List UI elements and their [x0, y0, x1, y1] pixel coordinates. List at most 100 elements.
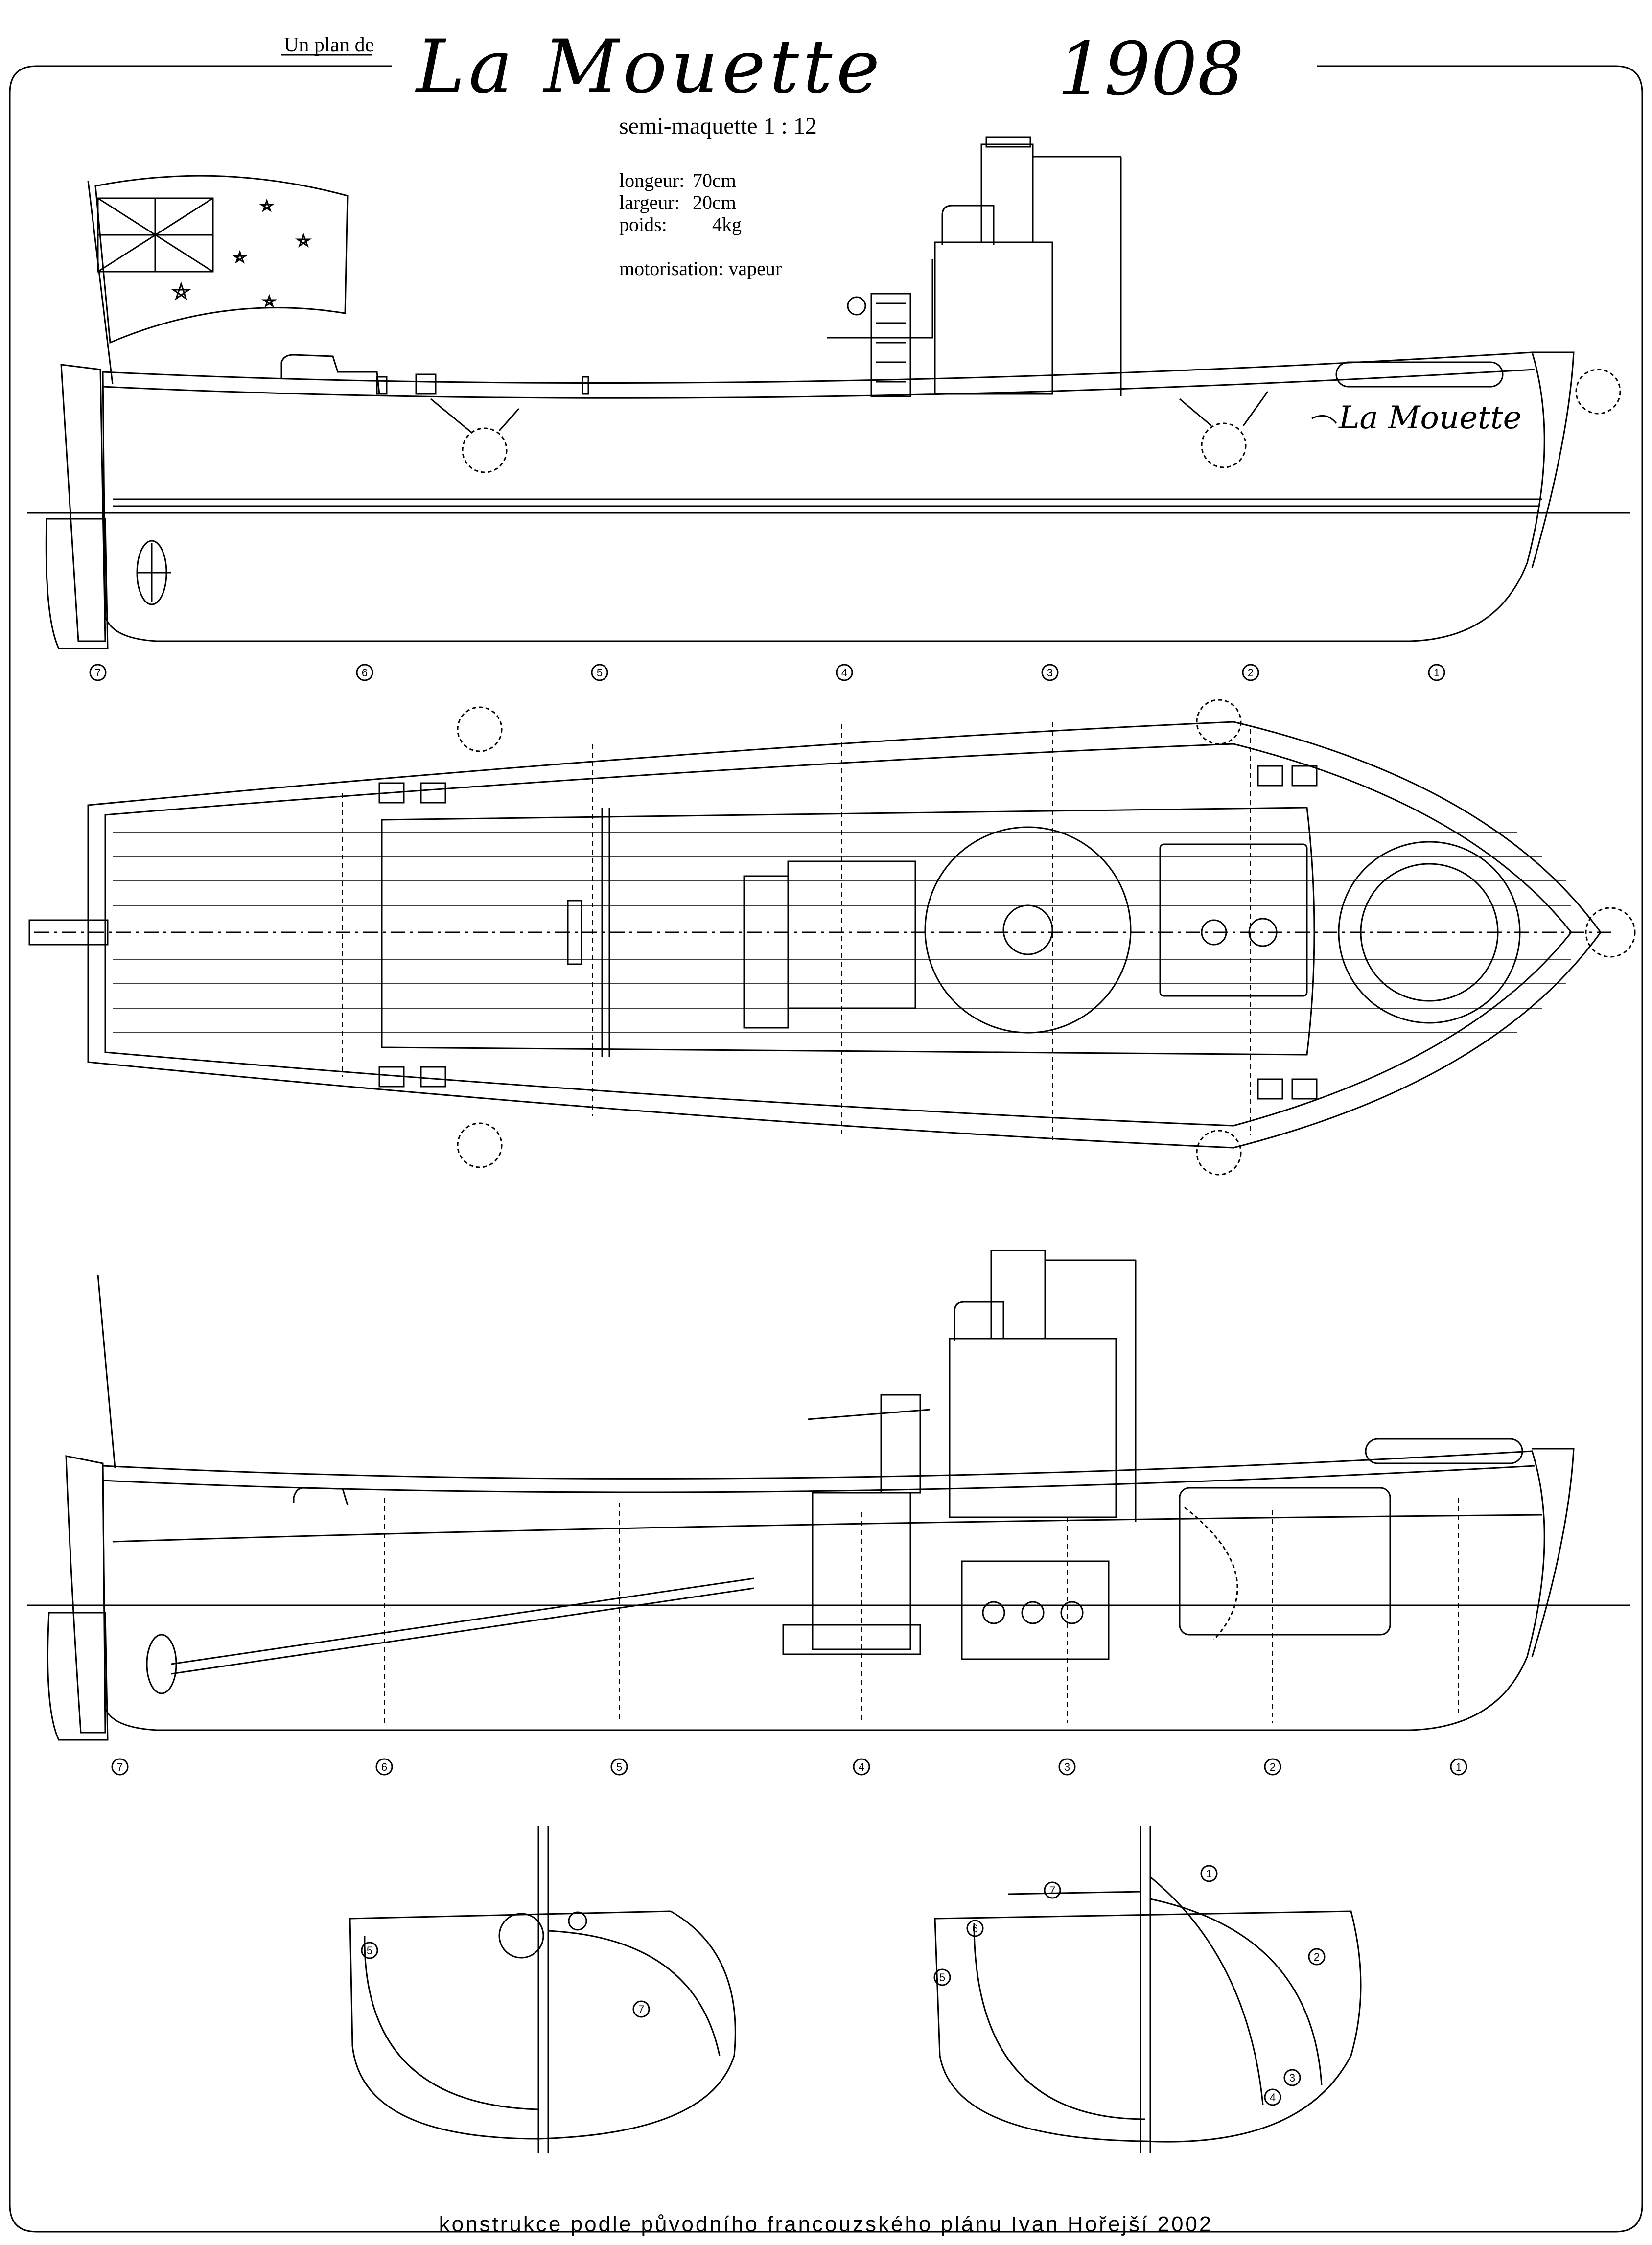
spec-width-value: 20cm: [693, 191, 736, 213]
svg-text:3: 3: [1289, 2072, 1295, 2084]
spec-length-label: longeur:: [619, 169, 685, 191]
spec-weight: poids: 4kg: [619, 213, 742, 236]
station-marker: 1: [1450, 1758, 1467, 1776]
section-outline-fwd: [934, 1910, 1362, 2143]
plan-title: La Mouette: [416, 24, 884, 110]
svg-text:5: 5: [367, 1944, 372, 1957]
station-marker: 3: [1041, 664, 1059, 681]
funnel: [980, 143, 1034, 243]
svg-text:1: 1: [1434, 667, 1440, 679]
steering-wheel: [498, 1913, 544, 1959]
water-tank: [1179, 1487, 1391, 1636]
prop-shaft: [171, 1577, 754, 1665]
engine-top: [787, 860, 916, 1009]
fender-aft: [462, 427, 508, 473]
section-aft-view: 5 7: [349, 1826, 736, 2153]
bow-fender: [1575, 369, 1621, 415]
spec-motor: motorisation: vapeur: [619, 257, 782, 280]
station-marker: 7: [89, 664, 107, 681]
fender: [457, 706, 503, 752]
frame-border: [9, 65, 1643, 2233]
fender: [1196, 699, 1242, 745]
svg-text:1: 1: [1456, 1761, 1462, 1773]
spec-length-value: 70cm: [693, 169, 736, 191]
section-fwd-view: 7 1 6 2 5 3 4: [933, 1826, 1362, 2153]
svg-text:4: 4: [1270, 2091, 1276, 2104]
svg-text:2: 2: [1314, 1951, 1320, 1963]
station-marker: 4: [836, 664, 853, 681]
sternpost: [60, 364, 106, 642]
fender: [457, 1122, 503, 1168]
station-marker: 7: [111, 1758, 129, 1776]
svg-text:4: 4: [859, 1761, 864, 1773]
svg-text:6: 6: [381, 1761, 387, 1773]
flag-stars: [171, 198, 312, 308]
rudder: [45, 518, 109, 649]
fender: [1196, 1130, 1242, 1176]
bollards: [378, 765, 1318, 1100]
steam-engine: [880, 1394, 921, 1494]
spec-width-label: largeur:: [619, 191, 680, 213]
boiler: [949, 1338, 1117, 1518]
station-marker: 2: [1264, 1758, 1281, 1776]
svg-text:5: 5: [616, 1761, 622, 1773]
lifebuoy-profile: [1335, 361, 1504, 388]
lifebuoy-top: [1338, 841, 1521, 1024]
boiler: [934, 241, 1053, 395]
spec-weight-label: poids:: [619, 213, 667, 235]
station-markers-bottom: 7 6 5 4 3 2 1: [111, 1758, 1467, 1776]
svg-text:7: 7: [638, 2003, 644, 2015]
section-outline-aft: [349, 1910, 736, 2140]
station-markers-top: 7 6 5 4 3 2 1: [89, 664, 1445, 681]
plan-year: 1908: [1057, 27, 1244, 112]
station-marker: 6: [375, 1758, 393, 1776]
fender-fwd: [1201, 422, 1247, 468]
svg-text:2: 2: [1270, 1761, 1276, 1773]
deck-plan-view: [28, 699, 1636, 1176]
cockpit: [381, 807, 1315, 1056]
svg-text:3: 3: [1064, 1761, 1070, 1773]
svg-text:5: 5: [939, 1971, 945, 1984]
station-marker: 3: [1058, 1758, 1076, 1776]
flagpole: [87, 181, 114, 385]
spec-length: longeur: 70cm: [619, 169, 736, 192]
bow-stem: [1531, 1448, 1575, 1657]
tiller: [567, 900, 582, 965]
station-marker: 4: [853, 1758, 870, 1776]
aft-hatch: [280, 354, 380, 394]
station-marker: 1: [1428, 664, 1445, 681]
hull-name: La Mouette: [1338, 400, 1521, 436]
bow-stem: [1531, 351, 1575, 568]
steam-engine: [870, 293, 911, 397]
spec-weight-value: 4kg: [712, 213, 742, 235]
svg-text:4: 4: [841, 667, 847, 679]
steam-pipe: [807, 1301, 1004, 1420]
spec-motor-value: vapeur: [728, 257, 782, 279]
station-marker: 5: [610, 1758, 628, 1776]
station-marker: 2: [1242, 664, 1259, 681]
antenna: [97, 1274, 116, 1469]
svg-text:3: 3: [1047, 667, 1053, 679]
profile-internal-view: [27, 1250, 1630, 1741]
hull-outline: [102, 1450, 1545, 1731]
lifebuoy-profile: [1365, 1438, 1523, 1464]
svg-text:2: 2: [1248, 667, 1254, 679]
svg-text:7: 7: [117, 1761, 123, 1773]
rudder: [47, 1612, 109, 1741]
sternpost: [65, 1455, 106, 1734]
sheer-line: [102, 369, 1535, 399]
station-marker: 5: [591, 664, 608, 681]
svg-text:5: 5: [597, 667, 603, 679]
profile-exterior-view: La Mouette: [27, 136, 1630, 649]
spec-width: largeur: 20cm: [619, 191, 736, 214]
boiler-top: [924, 826, 1132, 1034]
fender: [1585, 907, 1636, 958]
funnel: [990, 1250, 1046, 1340]
svg-text:1: 1: [1206, 1868, 1212, 1880]
flag: [94, 175, 349, 344]
spec-motor-label: motorisation:: [619, 257, 724, 279]
scale-label: semi-maquette 1 : 12: [619, 113, 817, 139]
svg-text:7: 7: [1049, 1884, 1055, 1897]
station-marker: 6: [356, 664, 373, 681]
